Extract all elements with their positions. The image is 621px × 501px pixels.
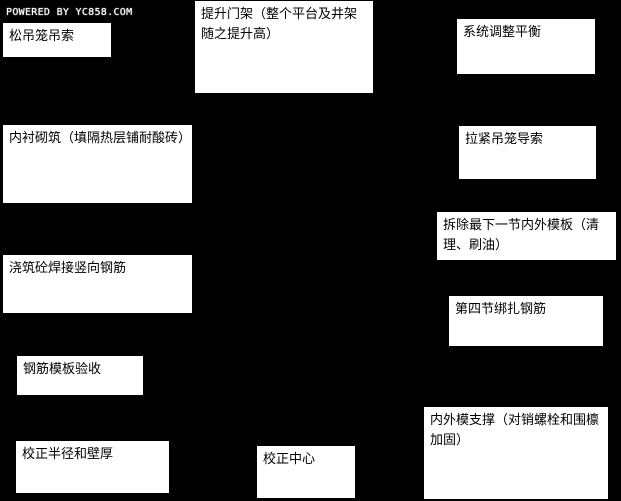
step-system-balance: 系统调整平衡 [456,18,596,75]
step-lining-masonry: 内衬砌筑（填隔热层铺耐酸砖） [2,124,193,204]
step-inner-outer-formwork-support: 内外模支撑（对销螺栓和围檩加固） [423,406,609,500]
arrowhead-s4 [59,204,67,212]
step-pour-concrete-weld-rebar: 浇筑砼焊接竖向钢筋 [2,254,193,314]
arrowhead-s12 [354,459,362,467]
arrowhead-s5 [46,58,54,66]
step-remove-bottom-formwork: 拆除最下一节内外模板（清理、刷油） [436,211,617,261]
step-fourth-section-rebar: 第四节绑扎钢筋 [448,295,604,347]
step-adjust-radius-thickness: 校正半径和壁厚 [15,440,170,494]
step-loosen-cage-rope: 松吊笼吊索 [2,22,112,58]
step-correct-center: 校正中心 [256,445,356,499]
step-tighten-guide-rope: 拉紧吊笼导索 [458,125,597,180]
arrowhead-s8 [512,119,520,127]
step-rebar-formwork-inspection: 钢筋模板验收 [16,355,144,396]
arrowhead-s2 [59,396,67,404]
arrowhead-s3 [59,314,67,322]
watermark: POWERED BY YC858.COM [6,7,133,18]
step-lift-gantry: 提升门架（整个平台及井架随之提升高） [194,0,374,94]
